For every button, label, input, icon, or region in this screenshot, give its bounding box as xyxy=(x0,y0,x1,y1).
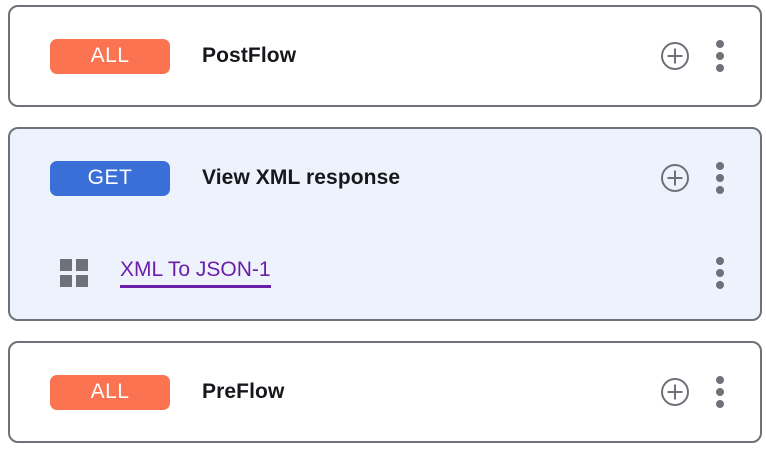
flow-card-view-xml-response[interactable]: GET View XML response XML To JSON-1 xyxy=(8,127,762,321)
flow-row-actions xyxy=(660,376,724,408)
flow-row-actions xyxy=(660,40,724,72)
flow-title: PreFlow xyxy=(202,380,285,403)
kebab-menu-icon[interactable] xyxy=(716,257,724,289)
flow-title: PostFlow xyxy=(202,44,297,67)
flow-header-row[interactable]: ALL PostFlow xyxy=(10,7,760,105)
flow-method-badge: GET xyxy=(50,160,170,196)
flow-list: ALL PostFlow GET View XML response xyxy=(8,5,762,463)
flow-row-actions xyxy=(660,162,724,194)
plus-circle-icon[interactable] xyxy=(660,163,690,193)
flow-card-postflow[interactable]: ALL PostFlow xyxy=(8,5,762,107)
kebab-menu-icon[interactable] xyxy=(716,40,724,72)
policy-link[interactable]: XML To JSON-1 xyxy=(120,258,271,288)
flow-method-badge: ALL xyxy=(50,38,170,74)
flow-header-row[interactable]: GET View XML response xyxy=(10,129,760,227)
flow-card-preflow[interactable]: ALL PreFlow xyxy=(8,341,762,443)
kebab-menu-icon[interactable] xyxy=(716,162,724,194)
plus-circle-icon[interactable] xyxy=(660,377,690,407)
plus-circle-icon[interactable] xyxy=(660,41,690,71)
step-row-actions xyxy=(716,257,724,289)
grid-policy-icon xyxy=(60,259,88,287)
flow-step-row[interactable]: XML To JSON-1 xyxy=(10,227,760,319)
kebab-menu-icon[interactable] xyxy=(716,376,724,408)
flow-method-badge: ALL xyxy=(50,374,170,410)
flow-header-row[interactable]: ALL PreFlow xyxy=(10,343,760,441)
flow-title: View XML response xyxy=(202,166,401,189)
